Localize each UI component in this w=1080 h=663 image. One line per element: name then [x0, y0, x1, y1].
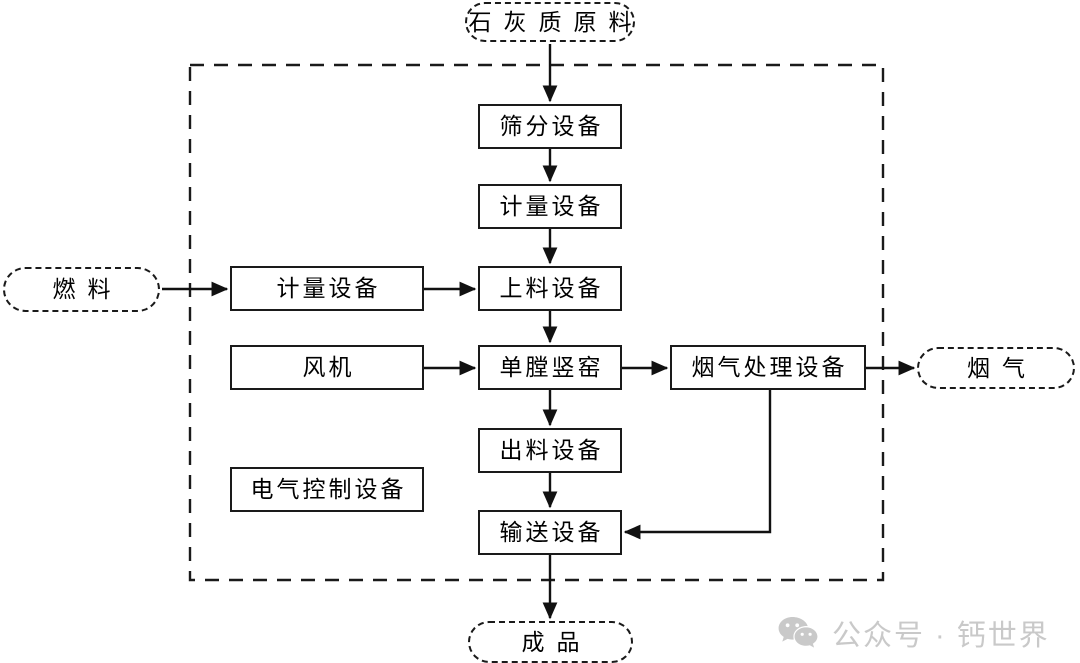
watermark-text: 公众号 · 钙世界 — [832, 620, 1050, 652]
node-electrical-control-equipment[interactable]: 电气控制设备 — [230, 467, 424, 512]
node-raw-material[interactable]: 石灰质原料 — [465, 2, 635, 42]
node-label: 计量设备 — [276, 276, 381, 301]
edge-flue-treatment-to-conveying — [623, 390, 772, 540]
node-label: 电气控制设备 — [250, 477, 407, 502]
node-label: 成品 — [521, 629, 592, 655]
node-label: 筛分设备 — [499, 114, 604, 139]
node-label: 烟气处理设备 — [691, 355, 848, 380]
node-label: 风机 — [302, 355, 355, 380]
node-finished-product[interactable]: 成品 — [468, 621, 633, 663]
node-metering-equipment-fuel[interactable]: 计量设备 — [230, 266, 424, 311]
node-label: 石灰质原料 — [468, 9, 644, 35]
wechat-icon — [778, 616, 818, 650]
node-label: 输送设备 — [499, 520, 604, 545]
node-flue-gas[interactable]: 烟气 — [917, 347, 1075, 389]
node-label: 上料设备 — [499, 276, 604, 301]
node-label: 烟气 — [967, 355, 1037, 381]
node-feeding-equipment[interactable]: 上料设备 — [478, 266, 622, 311]
node-single-shaft-kiln[interactable]: 单膛竖窑 — [478, 345, 622, 390]
node-blower[interactable]: 风机 — [230, 345, 424, 390]
node-conveying-equipment[interactable]: 输送设备 — [478, 510, 622, 555]
node-flue-gas-treatment-equipment[interactable]: 烟气处理设备 — [670, 345, 866, 390]
plant-boundary — [188, 63, 885, 582]
node-label: 出料设备 — [499, 438, 604, 463]
node-metering-equipment-main[interactable]: 计量设备 — [478, 184, 622, 229]
node-discharge-equipment[interactable]: 出料设备 — [478, 428, 622, 473]
watermark: 公众号 · 钙世界 — [778, 612, 1050, 654]
node-label: 计量设备 — [499, 194, 604, 219]
node-label: 单膛竖窑 — [499, 355, 604, 380]
node-fuel[interactable]: 燃料 — [3, 267, 160, 312]
node-label: 燃料 — [52, 277, 123, 302]
node-screening-equipment[interactable]: 筛分设备 — [478, 104, 622, 149]
